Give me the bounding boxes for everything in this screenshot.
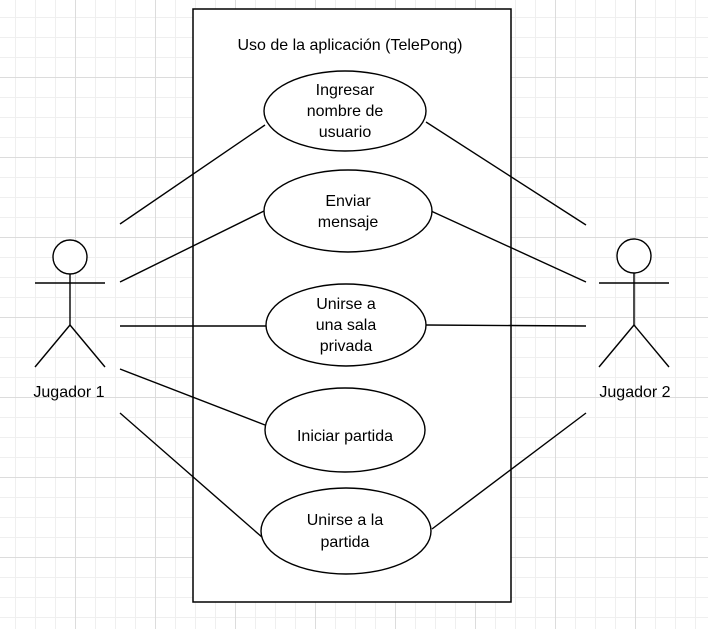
use-case-label: Iniciar partida <box>297 428 393 445</box>
actor-right-leg <box>633 324 670 368</box>
use-case-label: Unirse a la <box>307 512 384 529</box>
use-case-ellipse <box>263 70 427 152</box>
association-jugador1-ingresar <box>119 124 266 225</box>
association-jugador1-enviar <box>119 210 265 283</box>
actor-jugador2: Jugador 2 <box>598 238 671 401</box>
actor-label: Jugador 1 <box>33 384 104 401</box>
associations <box>119 121 587 539</box>
system-title: Uso de la aplicación (TelePong) <box>237 37 462 54</box>
association-jugador1-unirse-partida <box>119 412 264 539</box>
use-case-unirse-partida: Unirse a la partida <box>260 487 432 575</box>
use-case-label: partida <box>321 534 370 551</box>
actor-head <box>616 238 652 274</box>
use-case-ingresar: Ingresar nombre de usuario <box>263 70 427 152</box>
use-case-label: una sala <box>316 317 377 334</box>
use-case-label: privada <box>320 338 373 355</box>
actor-left-leg <box>34 324 71 368</box>
actor-label: Jugador 2 <box>599 384 670 401</box>
use-case-ellipse <box>260 487 432 575</box>
use-case-iniciar: Iniciar partida <box>264 387 426 473</box>
use-case-label: mensaje <box>318 214 379 231</box>
association-jugador2-unirse-partida <box>431 412 587 530</box>
use-case-label: Enviar <box>325 193 371 210</box>
use-case-ellipse <box>265 283 427 367</box>
use-case-label: usuario <box>319 124 372 141</box>
use-case-label: Ingresar <box>316 82 375 99</box>
use-case-enviar: Enviar mensaje <box>263 169 433 253</box>
use-case-label: Unirse a <box>316 296 376 313</box>
use-case-ellipse <box>264 387 426 473</box>
association-jugador1-iniciar <box>119 368 266 426</box>
use-case-unirse-sala: Unirse a una sala privada <box>265 283 427 367</box>
actor-head <box>52 239 88 275</box>
actor-right-leg <box>69 324 106 368</box>
use-case-ellipse <box>263 169 433 253</box>
use-case-label: nombre de <box>307 103 384 120</box>
association-jugador2-unirse-sala <box>425 324 587 327</box>
actor-jugador1: Jugador 1 <box>33 239 106 401</box>
association-jugador2-ingresar <box>425 121 587 226</box>
association-jugador2-enviar <box>430 210 587 283</box>
actor-left-leg <box>598 324 635 368</box>
